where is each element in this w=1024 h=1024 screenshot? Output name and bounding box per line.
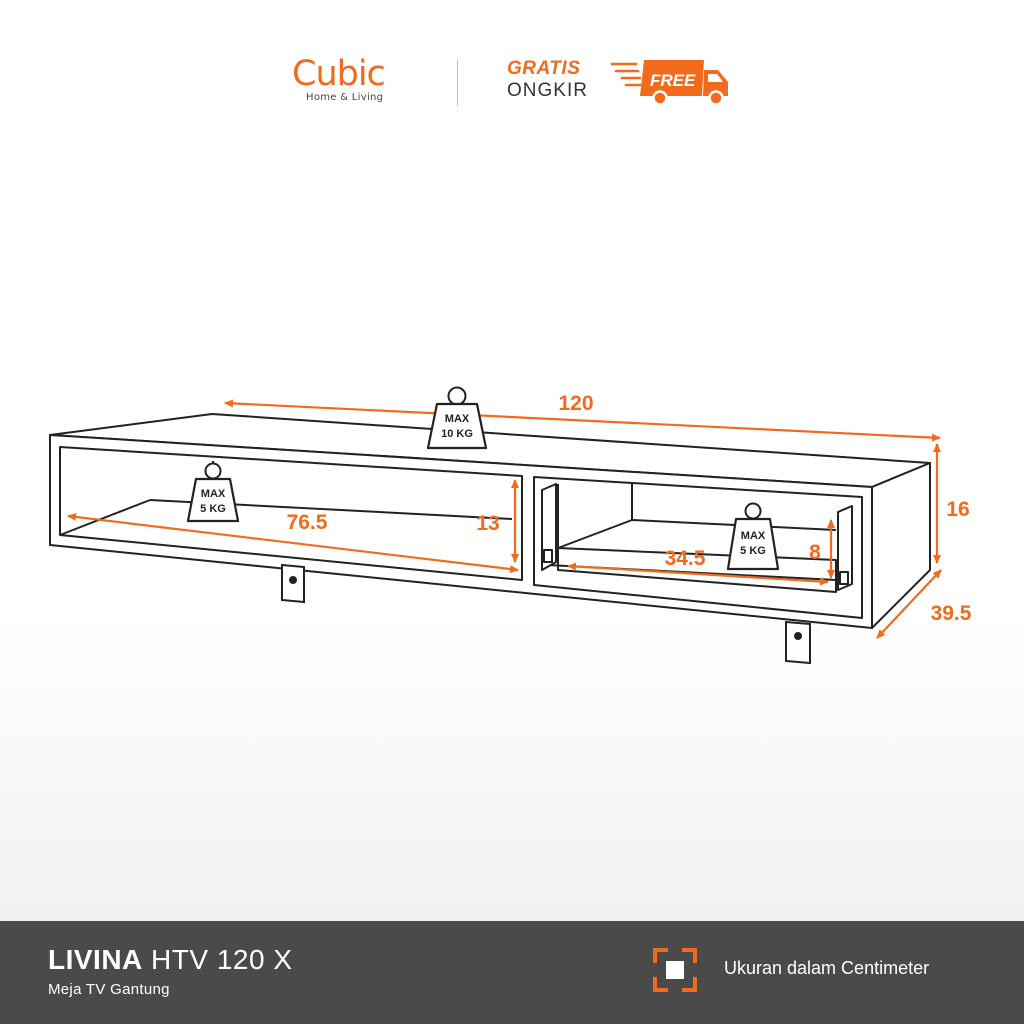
depth-arrow <box>876 569 942 639</box>
product-subtitle: Meja TV Gantung <box>48 981 170 998</box>
weight-max-5kg-left-icon: MAX 5 KG <box>186 461 240 523</box>
width-label: 120 <box>558 392 593 415</box>
brand-tagline: Home & Living <box>306 92 384 103</box>
drawer-height-label: 8 <box>809 541 821 564</box>
wall-bracket-right <box>785 620 811 665</box>
left-inner-width-label: 76.5 <box>287 511 328 534</box>
header-divider <box>457 60 458 106</box>
delivery-truck-icon: FREE <box>610 60 728 106</box>
weight-left-line1: MAX <box>201 488 226 500</box>
drawer-width-label: 34.5 <box>665 547 706 570</box>
product-code: HTV 120 X <box>142 944 293 975</box>
header: Cubic Home & Living GRATIS ONGKIR FREE <box>0 0 1024 130</box>
width-arrow <box>224 399 941 442</box>
left-inner-height-label: 13 <box>476 512 499 535</box>
drawer-width-arrow <box>567 562 829 586</box>
dimension-diagram: 120 16 39.5 76.5 13 34.5 8 MAX 10 KG MAX… <box>49 386 972 665</box>
product-title: LIVINA HTV 120 X <box>48 944 293 976</box>
dimension-arrows <box>67 399 942 639</box>
footer-bar: LIVINA HTV 120 X Meja TV Gantung Ukuran … <box>0 921 1024 1024</box>
weight-left-line2: 5 KG <box>200 503 226 515</box>
measure-frame-icon <box>653 948 697 992</box>
product-name: LIVINA <box>48 944 143 975</box>
height-label: 16 <box>946 498 969 521</box>
weight-drawer-line1: MAX <box>741 530 766 542</box>
gratis-text: GRATIS <box>507 58 581 79</box>
unit-note: Ukuran dalam Centimeter <box>724 958 930 978</box>
brand-name: Cubic <box>292 54 386 94</box>
wall-bracket-left <box>281 563 305 604</box>
weight-max-10kg-icon: MAX 10 KG <box>426 386 488 450</box>
weight-top-line1: MAX <box>445 413 470 425</box>
ongkir-text: ONGKIR <box>507 80 588 101</box>
depth-label: 39.5 <box>931 602 972 625</box>
brand-logo: Cubic Home & Living <box>292 56 412 103</box>
weight-drawer-line2: 5 KG <box>740 545 766 557</box>
free-text: FREE <box>650 71 696 90</box>
weight-max-5kg-drawer-icon: MAX 5 KG <box>726 502 780 571</box>
weight-top-line2: 10 KG <box>441 428 473 440</box>
left-inner-width-arrow <box>67 512 519 574</box>
